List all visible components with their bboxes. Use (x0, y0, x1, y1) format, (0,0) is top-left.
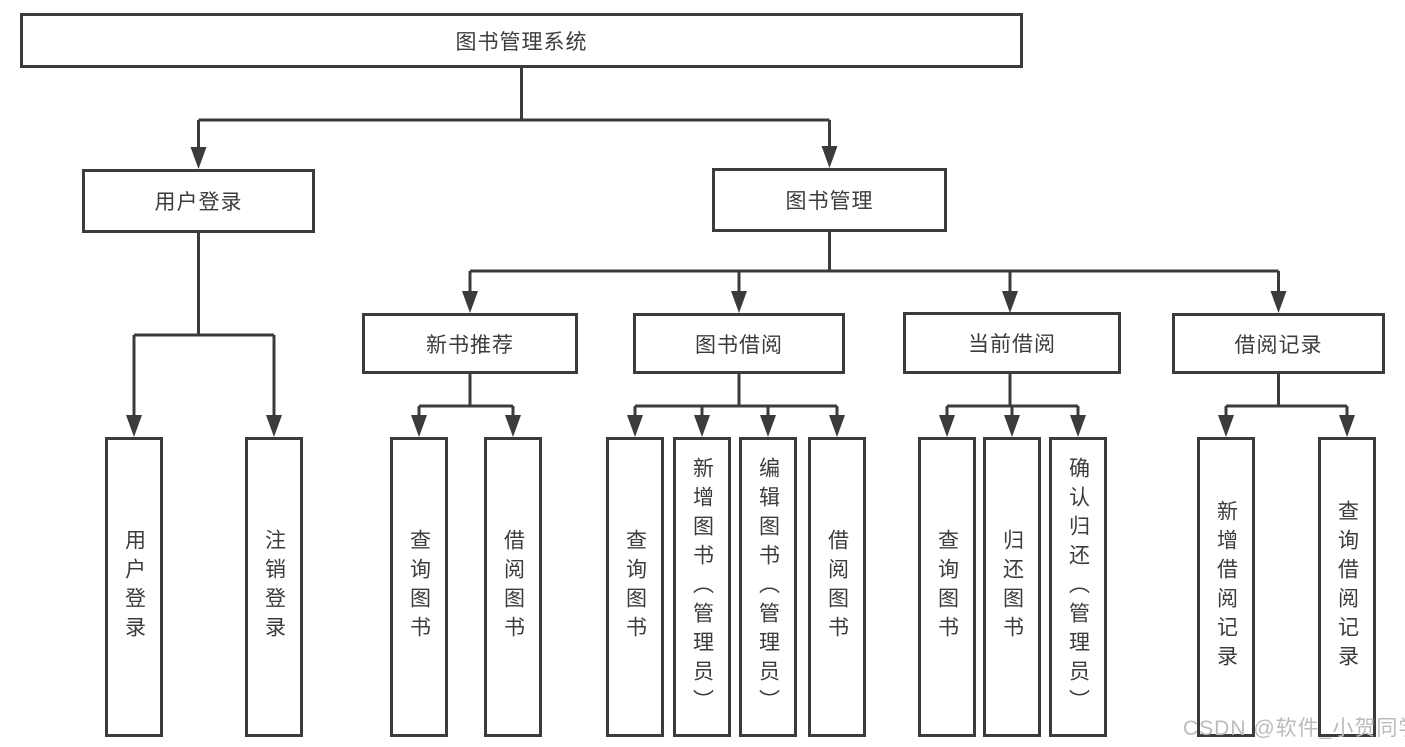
arrow-down-icon (266, 415, 282, 437)
arrow-down-icon (126, 415, 142, 437)
leaf-add-books-admin: 新增图书（管理员） (673, 437, 731, 737)
node-label: 图书借阅 (695, 333, 783, 357)
leaf-label: 用户登录 (122, 529, 146, 645)
leaf-label: 新增图书（管理员） (690, 456, 714, 718)
node-borrow-records: 借阅记录 (1172, 313, 1385, 374)
leaf-query-books-current: 查询图书 (918, 437, 976, 737)
leaf-edit-books-admin: 编辑图书（管理员） (739, 437, 797, 737)
arrow-down-icon (1002, 291, 1018, 313)
leaf-label: 查询图书 (623, 529, 647, 645)
node-label: 当前借阅 (968, 333, 1056, 356)
leaf-label: 查询借阅记录 (1335, 500, 1359, 674)
node-label: 借阅记录 (1234, 333, 1323, 357)
arrow-down-icon (462, 291, 478, 313)
leaf-logout: 注销登录 (245, 437, 303, 737)
node-library-system: 图书管理系统 (20, 13, 1023, 68)
leaf-label: 借阅图书 (825, 529, 849, 645)
node-label: 新书推荐 (426, 333, 514, 357)
node-label: 图书管理系统 (455, 30, 588, 54)
arrowheads (126, 146, 1355, 437)
leaf-label: 查询图书 (935, 529, 959, 645)
arrow-down-icon (411, 415, 427, 437)
node-book-borrow: 图书借阅 (633, 313, 845, 374)
leaf-label: 归还图书 (1000, 529, 1024, 645)
leaf-label: 注销登录 (262, 529, 286, 645)
leaf-query-books-borrow: 查询图书 (606, 437, 664, 737)
csdn-watermark: CSDN @软件_小贺同学 (1183, 717, 1405, 740)
arrow-down-icon (1339, 415, 1355, 437)
arrow-down-icon (760, 415, 776, 437)
leaf-label: 编辑图书（管理员） (756, 456, 780, 718)
leaf-borrow-books: 借阅图书 (808, 437, 866, 737)
leaf-borrow-books-recommend: 借阅图书 (484, 437, 542, 737)
node-new-book-recommend: 新书推荐 (362, 313, 578, 374)
arrow-down-icon (939, 415, 955, 437)
node-label: 用户登录 (154, 191, 243, 214)
arrow-down-icon (190, 147, 207, 169)
leaf-label: 查询图书 (407, 529, 431, 645)
arrow-down-icon (1004, 415, 1020, 437)
leaf-return-books: 归还图书 (983, 437, 1041, 737)
arrow-down-icon (1270, 291, 1287, 313)
leaf-confirm-return-admin: 确认归还（管理员） (1049, 437, 1107, 737)
leaf-label: 借阅图书 (501, 529, 525, 645)
leaf-query-books-recommend: 查询图书 (390, 437, 448, 737)
node-book-management: 图书管理 (712, 168, 947, 232)
arrow-down-icon (829, 415, 845, 437)
arrow-down-icon (505, 415, 521, 437)
leaf-user-login: 用户登录 (105, 437, 163, 737)
node-current-borrow: 当前借阅 (903, 312, 1121, 374)
arrow-down-icon (821, 146, 838, 168)
leaf-label: 确认归还（管理员） (1066, 456, 1090, 718)
arrow-down-icon (627, 415, 643, 437)
arrow-down-icon (1218, 415, 1234, 437)
leaf-add-borrow-record: 新增借阅记录 (1197, 437, 1255, 737)
node-user-login: 用户登录 (82, 169, 315, 233)
arrow-down-icon (1070, 415, 1086, 437)
leaf-query-borrow-record: 查询借阅记录 (1318, 437, 1376, 737)
leaf-label: 新增借阅记录 (1214, 500, 1238, 674)
arrow-down-icon (694, 415, 710, 437)
arrow-down-icon (731, 291, 747, 313)
node-label: 图书管理 (785, 190, 874, 213)
